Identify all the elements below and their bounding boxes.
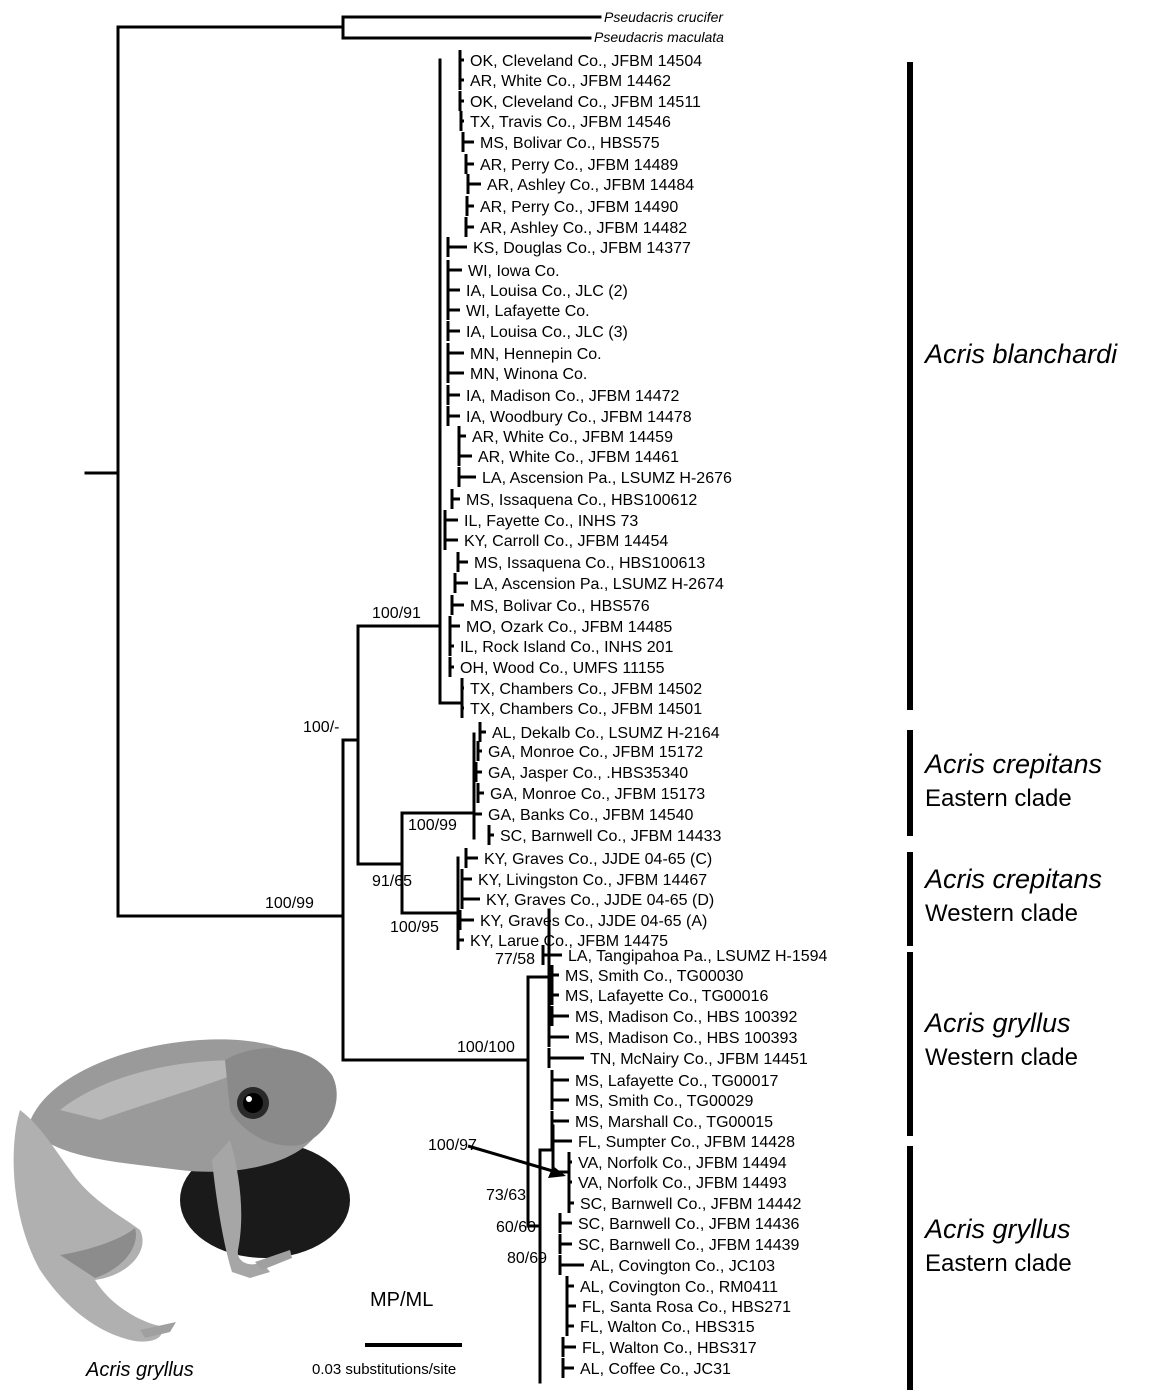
tip-label: KS, Douglas Co., JFBM 14377 — [473, 240, 691, 257]
frog-photo — [14, 1039, 350, 1341]
tip-label: AR, White Co., JFBM 14462 — [470, 73, 671, 90]
tip-label: KY, Graves Co., JJDE 04-65 (C) — [484, 851, 712, 868]
tip-label: MS, Lafayette Co., TG00016 — [565, 988, 768, 1005]
tip-label: OH, Wood Co., UMFS 11155 — [460, 660, 665, 677]
support-gryllus: 100/100 — [457, 1039, 515, 1056]
tip-label: MS, Bolivar Co., HBS576 — [470, 598, 650, 615]
tip-label: IL, Fayette Co., INHS 73 — [464, 513, 638, 530]
tip-label: GA, Banks Co., JFBM 14540 — [488, 807, 694, 824]
blanchardi-crepitans-branch — [343, 626, 358, 864]
clade-name-crepitans-east: Acris crepitans — [923, 749, 1102, 779]
crepitans-branch — [358, 734, 474, 940]
tip-label: LA, Tangipahoa Pa., LSUMZ H-1594 — [568, 948, 828, 965]
clade-sub-crepitans-east: Eastern clade — [925, 785, 1072, 812]
tip-label: MS, Issaquena Co., HBS100613 — [474, 555, 705, 572]
tip-label: SC, Barnwell Co., JFBM 14436 — [578, 1216, 800, 1233]
tip-label: AR, Ashley Co., JFBM 14482 — [480, 220, 687, 237]
clade-name-blanchardi: Acris blanchardi — [923, 339, 1118, 369]
tip-label: KY, Livingston Co., JFBM 14467 — [478, 872, 707, 889]
tip-label: MO, Ozark Co., JFBM 14485 — [466, 619, 672, 636]
clade-sub-gryllus-west: Western clade — [925, 1044, 1078, 1071]
tip-label: IA, Madison Co., JFBM 14472 — [466, 388, 680, 405]
tip-label: AR, Perry Co., JFBM 14489 — [480, 157, 678, 174]
tip-label: AL, Coffee Co., JC31 — [580, 1361, 731, 1378]
tip-label: FL, Walton Co., HBS315 — [580, 1319, 755, 1336]
tip-label: AL, Covington Co., JC103 — [590, 1258, 775, 1275]
tip-label: OK, Cleveland Co., JFBM 14511 — [470, 94, 701, 111]
outgroup-branch — [118, 17, 600, 38]
tip-label: AL, Dekalb Co., LSUMZ H-2164 — [492, 725, 720, 742]
method-label: MP/ML — [370, 1289, 433, 1311]
tip-label: MS, Madison Co., HBS 100392 — [575, 1009, 797, 1026]
root-branch — [86, 27, 118, 916]
tip-label: VA, Norfolk Co., JFBM 14494 — [578, 1155, 787, 1172]
tip-label: AR, White Co., JFBM 14459 — [472, 429, 673, 446]
support-blanchardi: 100/91 — [372, 605, 421, 622]
tip-label: MN, Hennepin Co. — [470, 346, 602, 363]
tip-label: IA, Louisa Co., JLC (3) — [466, 324, 628, 341]
tip-label: FL, Sumpter Co., JFBM 14428 — [578, 1134, 795, 1151]
tip-label: LA, Ascension Pa., LSUMZ H-2674 — [474, 576, 724, 593]
gryllus-east-inner — [540, 1126, 569, 1192]
photo-caption: Acris gryllus — [85, 1359, 194, 1381]
tip-label: IL, Rock Island Co., INHS 201 — [460, 639, 674, 656]
support-gryllus-east-c: 60/60 — [496, 1219, 536, 1236]
support-blanchardi-crepitans: 100/- — [303, 719, 339, 736]
tip-label: TX, Chambers Co., JFBM 14502 — [470, 681, 702, 698]
tip-label: LA, Ascension Pa., LSUMZ H-2676 — [482, 470, 732, 487]
outgroup-label-crucifer: Pseudacris crucifer — [604, 9, 724, 25]
support-gryllus-east-b: 73/63 — [486, 1187, 526, 1204]
support-crepitans-west: 100/95 — [390, 919, 439, 936]
tip-label: MS, Madison Co., HBS 100393 — [575, 1030, 797, 1047]
tip-label: MN, Winona Co. — [470, 366, 587, 383]
tip-label: MS, Smith Co., TG00030 — [565, 968, 744, 985]
tip-label: KY, Carroll Co., JFBM 14454 — [464, 533, 668, 550]
tip-label: AR, Ashley Co., JFBM 14484 — [487, 177, 694, 194]
clade-name-gryllus-east: Acris gryllus — [923, 1214, 1071, 1244]
tip-label: KY, Graves Co., JJDE 04-65 (A) — [480, 913, 707, 930]
tip-label: TX, Chambers Co., JFBM 14501 — [470, 701, 702, 718]
support-gryllus-east-d: 80/69 — [507, 1250, 547, 1267]
support-ingroup: 100/99 — [265, 895, 314, 912]
tip-label: SC, Barnwell Co., JFBM 14439 — [578, 1237, 800, 1254]
tip-label: FL, Walton Co., HBS317 — [582, 1340, 757, 1357]
tip-label: IA, Louisa Co., JLC (2) — [466, 283, 628, 300]
tip-label: IA, Woodbury Co., JFBM 14478 — [466, 409, 692, 426]
support-crepitans: 91/65 — [372, 873, 412, 890]
clade-name-crepitans-west: Acris crepitans — [923, 864, 1102, 894]
tip-label: WI, Lafayette Co. — [466, 303, 590, 320]
tip-label: MS, Issaquena Co., HBS100612 — [466, 492, 697, 509]
tip-label: MS, Smith Co., TG00029 — [575, 1093, 754, 1110]
tip-label: AR, Perry Co., JFBM 14490 — [480, 199, 678, 216]
tip-label: TN, McNairy Co., JFBM 14451 — [590, 1051, 808, 1068]
scale-label: 0.03 substitutions/site — [312, 1361, 456, 1378]
tip-label: SC, Barnwell Co., JFBM 14433 — [500, 828, 722, 845]
tip-label: MS, Bolivar Co., HBS575 — [480, 135, 660, 152]
tip-label: KY, Graves Co., JJDE 04-65 (D) — [486, 892, 714, 909]
tip-label: AR, White Co., JFBM 14461 — [478, 449, 679, 466]
clade-name-gryllus-west: Acris gryllus — [923, 1008, 1071, 1038]
tip-label: WI, Iowa Co. — [468, 263, 560, 280]
tip-label: GA, Monroe Co., JFBM 15173 — [490, 786, 705, 803]
tip-label: GA, Jasper Co., .HBS35340 — [488, 765, 688, 782]
tip-label: MS, Lafayette Co., TG00017 — [575, 1073, 778, 1090]
tip-label: TX, Travis Co., JFBM 14546 — [470, 114, 671, 131]
clade-sub-gryllus-east: Eastern clade — [925, 1250, 1072, 1277]
tip-label: GA, Monroe Co., JFBM 15172 — [488, 744, 703, 761]
tip-label: OK, Cleveland Co., JFBM 14504 — [470, 53, 702, 70]
tip-label: FL, Santa Rosa Co., HBS271 — [582, 1299, 791, 1316]
tip-labels: OK, Cleveland Co., JFBM 14504AR, White C… — [460, 53, 828, 1378]
tip-label: MS, Marshall Co., TG00015 — [575, 1114, 773, 1131]
clade-sub-crepitans-west: Western clade — [925, 900, 1078, 927]
clade-annotations: Acris blanchardi Acris crepitans Eastern… — [910, 62, 1118, 1390]
tip-label: SC, Barnwell Co., JFBM 14442 — [580, 1196, 802, 1213]
tip-label: VA, Norfolk Co., JFBM 14493 — [578, 1175, 787, 1192]
support-crepitans-east: 100/99 — [408, 817, 457, 834]
tip-label: AL, Covington Co., RM0411 — [580, 1279, 778, 1296]
outgroup-label-maculata: Pseudacris maculata — [594, 29, 724, 45]
support-gryllus-west-sub: 77/58 — [495, 951, 535, 968]
